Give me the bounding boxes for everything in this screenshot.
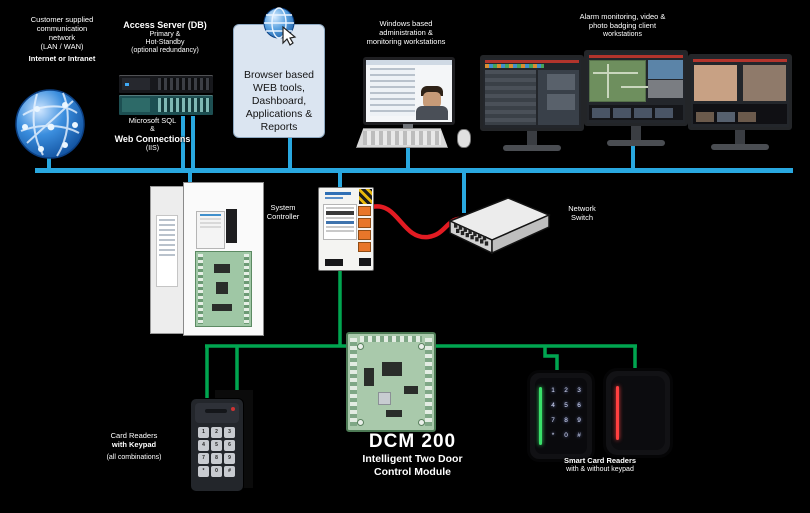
- keypad-key: #: [224, 466, 235, 477]
- keypad-key: 2: [211, 427, 222, 438]
- dcm200-controller-board: [346, 332, 436, 432]
- module-label-sticker: [323, 204, 357, 240]
- enclosure-controller-board: [195, 251, 252, 327]
- power-supply-enclosure: [183, 182, 264, 336]
- keypad-key: 5: [211, 440, 222, 451]
- terminal-block: [358, 206, 371, 216]
- keypad-key: 1: [198, 427, 209, 438]
- network-switch-label: Network Switch: [568, 204, 596, 222]
- ip-controller-module: [318, 187, 374, 271]
- hazard-stripe: [359, 189, 372, 204]
- keypad-reader-right: 1 2 3 4 5 6 7 8 9 * 0 #: [527, 370, 595, 462]
- green-led-bar: [539, 387, 542, 445]
- keypad-key: 5: [564, 402, 568, 409]
- rack-server-primary: [118, 74, 214, 94]
- power-supply-module: [196, 211, 225, 249]
- keypad-key: *: [551, 432, 555, 439]
- terminal-block: [358, 230, 371, 240]
- dcm200-label: DCM 200 Intelligent Two Door Control Mod…: [362, 431, 463, 478]
- mouse: [457, 129, 471, 148]
- video-wall-label: Alarm monitoring, video & photo badging …: [579, 12, 666, 38]
- keypad-key: *: [198, 466, 209, 477]
- enclosure-door: [150, 186, 185, 334]
- server-drive-bays: [158, 78, 210, 90]
- client-monitor-2: [584, 50, 688, 146]
- controller-module-label: System Controller: [266, 203, 300, 221]
- right-readers-label: Smart Card Readers with & without keypad: [563, 456, 637, 473]
- server-label: Access Server (DB) Primary & Hot-Standby…: [123, 20, 207, 55]
- enclosure-door-sticker: [156, 215, 178, 287]
- switch-ports: [454, 223, 489, 246]
- web-globe-cursor-icon: [263, 7, 297, 46]
- keypad-key: 7: [198, 453, 209, 464]
- keypad-key: 3: [577, 387, 581, 394]
- server-led: [125, 83, 129, 87]
- keypad-key: 8: [564, 417, 568, 424]
- backlit-keypad: 1 2 3 4 5 6 7 8 9 * 0 #: [547, 384, 585, 443]
- keypad-key: 9: [577, 417, 581, 424]
- keyboard: [356, 128, 448, 148]
- keypad-key: #: [577, 432, 581, 439]
- workstation-label: Windows based administration & monitorin…: [366, 19, 446, 46]
- server-drive-bays: [158, 98, 210, 112]
- left-readers-label: Card Readers with Keypad (all combinatio…: [106, 431, 162, 461]
- keypad-key: 2: [564, 387, 568, 394]
- browser-tools-box: Browser based WEB tools, Dashboard, Appl…: [233, 24, 325, 138]
- prox-reader-right: [603, 368, 673, 458]
- reader-led-slot: [205, 409, 227, 413]
- transformer: [226, 209, 237, 243]
- workstation-screen: [366, 60, 452, 122]
- monitor-screen-video-map: [584, 50, 688, 126]
- rack-server-standby: [118, 94, 214, 116]
- keypad-key: 6: [577, 402, 581, 409]
- keypad-key: 0: [211, 466, 222, 477]
- monitor-screen-cameras: [688, 54, 792, 130]
- keypad-key: 6: [224, 440, 235, 451]
- reader-top-cap: [195, 403, 239, 423]
- keypad-key: 3: [224, 427, 235, 438]
- keypad-key: 1: [551, 387, 555, 394]
- terminal-block: [358, 242, 371, 252]
- keypad-key: 7: [551, 417, 555, 424]
- client-monitor-3: [688, 54, 792, 150]
- reader-status-led: [231, 407, 235, 411]
- internet-label: Customer supplied communication network …: [28, 15, 96, 64]
- server-sub-label: Microsoft SQL & Web Connections (IIS): [114, 116, 191, 152]
- red-led-bar: [616, 386, 619, 440]
- internet-globe-icon: [15, 89, 85, 159]
- monitor-screen-access-app: [480, 55, 584, 131]
- vendor-logo: [325, 192, 351, 195]
- ethernet-drop-lines: [47, 112, 635, 213]
- browser-tools-text: Browser based WEB tools, Dashboard, Appl…: [243, 69, 315, 133]
- keypad-key: 8: [211, 453, 222, 464]
- client-monitor-1: [480, 55, 584, 151]
- keypad-key: 0: [564, 432, 568, 439]
- keypad-key: 4: [198, 440, 209, 451]
- keypad-key: 9: [224, 453, 235, 464]
- keypad-key: 4: [551, 402, 555, 409]
- network-switch: [448, 197, 551, 255]
- terminal-block: [358, 218, 371, 228]
- workstation-monitor: [363, 57, 455, 125]
